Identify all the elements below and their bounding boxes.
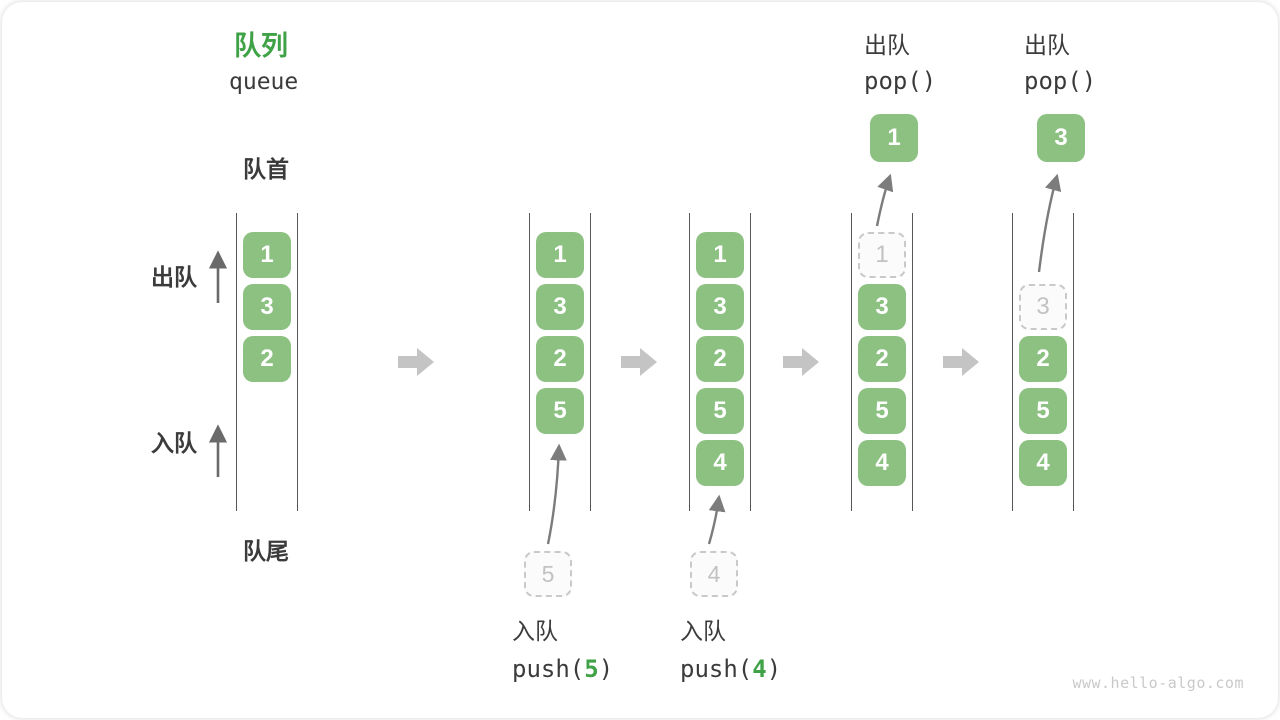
pop-label-code: pop() (864, 67, 937, 95)
pop-label-cn: 出队 (864, 32, 910, 58)
queue-cell: 3 (243, 284, 291, 330)
queue-wall-line (589, 213, 592, 511)
pop-label-cn: 出队 (1024, 32, 1070, 58)
queue-wall-line (749, 213, 752, 511)
queue-cell: 3 (536, 284, 584, 330)
pending-enqueue-box: 5 (524, 551, 572, 597)
push-arg-value: 4 (752, 655, 767, 683)
queue-wall-line (1072, 213, 1075, 511)
push-label-code: push(5) (512, 655, 613, 683)
queue-cell: 2 (696, 336, 744, 382)
queue-cell: 3 (858, 284, 906, 330)
queue-wall-line (850, 213, 853, 511)
queue-cell: 4 (858, 440, 906, 486)
queue-cell: 5 (858, 388, 906, 434)
push-label-cn: 入队 (512, 618, 558, 644)
popped-value-box: 1 (870, 114, 918, 162)
queue-front-label: 队首 (243, 156, 289, 182)
queue-cell: 5 (1019, 388, 1067, 434)
queue-cell-dequeued: 1 (858, 232, 906, 278)
queue-cell: 3 (696, 284, 744, 330)
push-label-code: push(4) (680, 655, 781, 683)
queue-cell: 1 (696, 232, 744, 278)
push-label-cn: 入队 (680, 618, 726, 644)
dequeue-direction-label: 出队 (151, 264, 197, 290)
figure-subtitle: queue (229, 69, 299, 95)
queue-wall-line (528, 213, 531, 511)
queue-wall-line (911, 213, 914, 511)
queue-cell: 1 (536, 232, 584, 278)
push-arg-value: 5 (584, 655, 599, 683)
queue-cell: 5 (536, 388, 584, 434)
queue-wall-line (296, 213, 299, 511)
code-text: push( (680, 655, 753, 683)
figure-title: 队列 (234, 31, 288, 61)
code-text: ) (598, 655, 614, 683)
popped-value-box: 3 (1037, 114, 1085, 162)
queue-cell: 2 (1019, 336, 1067, 382)
queue-cell: 5 (696, 388, 744, 434)
queue-cell: 4 (696, 440, 744, 486)
queue-wall-line (688, 213, 691, 511)
queue-cell-dequeued: 3 (1019, 284, 1067, 330)
pending-enqueue-box: 4 (690, 551, 738, 597)
queue-cell: 2 (858, 336, 906, 382)
enqueue-direction-label: 入队 (151, 430, 197, 456)
queue-cell: 1 (243, 232, 291, 278)
queue-cell: 4 (1019, 440, 1067, 486)
queue-rear-label: 队尾 (243, 538, 289, 564)
queue-cell: 2 (536, 336, 584, 382)
queue-wall-line (235, 213, 238, 511)
queue-wall-line (1011, 213, 1014, 511)
queue-cell: 2 (243, 336, 291, 382)
pop-label-code: pop() (1024, 67, 1097, 95)
code-text: ) (766, 655, 782, 683)
watermark: www.hello-algo.com (1072, 674, 1244, 692)
code-text: push( (512, 655, 585, 683)
